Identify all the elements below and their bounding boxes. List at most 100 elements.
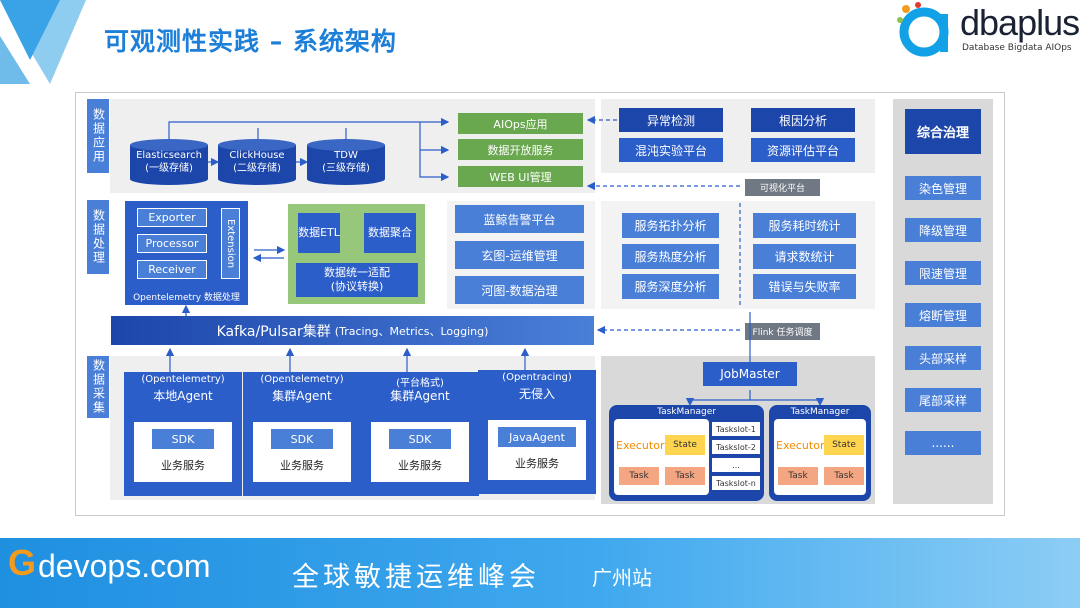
agent-service-box: SDK 业务服务	[134, 422, 232, 482]
stat-request-count: 请求数统计	[753, 244, 856, 269]
task-box: Task	[824, 467, 864, 485]
task-box: Task	[665, 467, 705, 485]
stat-hotness: 服务热度分析	[622, 244, 719, 269]
dbaplus-logo-icon	[897, 2, 949, 57]
agent-caption: (Opentelemetry)	[260, 374, 344, 385]
governance-tail-sampling: 尾部采样	[905, 388, 981, 412]
taskmanager-inner: Executor State Task Task	[614, 419, 709, 495]
agent-service: 业务服务	[515, 457, 559, 470]
stat-depth: 服务深度分析	[622, 274, 719, 299]
footer-banner	[0, 538, 1080, 608]
storage-clickhouse: ClickHouse (二级存储)	[218, 139, 296, 185]
agent-name: 无侵入	[518, 387, 555, 401]
state-box: State	[824, 435, 864, 455]
governance-head-sampling: 头部采样	[905, 346, 981, 370]
platform-ops-management: 玄图-运维管理	[455, 241, 584, 269]
kafka-detail: (Tracing、Metrics、Logging)	[334, 324, 489, 338]
otel-processor: Processor	[137, 234, 207, 253]
stat-error-rate: 错误与失败率	[753, 274, 856, 299]
storage-tier: (一级存储)	[145, 163, 193, 174]
state-box: State	[665, 435, 705, 455]
agent-service-box: SDK 业务服务	[371, 422, 469, 482]
storage-tier: (二级存储)	[233, 163, 281, 174]
taskmanager-label: TaskManager	[657, 407, 716, 417]
platform-alert: 蓝鲸告警平台	[455, 205, 584, 233]
executor-label: Executor	[616, 439, 665, 452]
agent-sdk: SDK	[389, 429, 451, 449]
agent-service: 业务服务	[398, 459, 442, 472]
analysis-resource-platform: 资源评估平台	[751, 138, 855, 162]
logo-tagline: Database Bigdata AIOps	[962, 43, 1072, 53]
agent-caption: (Opentelemetry)	[141, 374, 225, 385]
stat-latency: 服务耗时统计	[753, 213, 856, 238]
otel-receiver: Receiver	[137, 260, 207, 279]
app-web-ui: WEB UI管理	[458, 166, 583, 187]
agent-name: 集群Agent	[272, 389, 332, 403]
agent-sdk: SDK	[271, 429, 333, 449]
agent-cluster-otel: (Opentelemetry) 集群Agent SDK 业务服务	[243, 372, 361, 496]
governance-degradation: 降级管理	[905, 218, 981, 242]
taskslot-ellipsis: ...	[712, 458, 760, 472]
taskslot-n: Taskslot-n	[712, 476, 760, 490]
otel-exporter: Exporter	[137, 208, 207, 227]
flink-scheduling-note: Flink 任务调度	[745, 323, 820, 340]
logo-wordmark: dbaplus	[960, 2, 1080, 43]
otel-extension: Extension	[221, 208, 240, 279]
platform-data-governance: 河图-数据治理	[455, 276, 584, 304]
etl-label: 数据ETL	[298, 226, 340, 239]
taskmanager-left: TaskManager Executor State Task Task Tas…	[609, 405, 764, 501]
agent-cluster-platform: (平台格式) 集群Agent SDK 业务服务	[361, 372, 479, 496]
storage-elasticsearch: Elasticsearch (一级存储)	[130, 139, 208, 185]
analysis-anomaly-detection: 异常检测	[619, 108, 723, 132]
adapter-line2: (协议转换)	[330, 280, 384, 293]
agent-service: 业务服务	[280, 459, 324, 472]
etl-box: 数据ETL	[298, 213, 340, 253]
agent-service-box: JavaAgent 业务服务	[488, 420, 586, 480]
agent-name: 集群Agent	[390, 389, 450, 403]
page-title: 可观测性实践 – 系统架构	[104, 27, 397, 56]
aggregation-box: 数据聚合	[364, 213, 416, 253]
agent-caption: (Opentracing)	[502, 372, 572, 383]
adapter-line1: 数据统一适配	[324, 266, 390, 279]
otel-caption: Opentelemetry 数据处理	[133, 292, 240, 303]
storage-name: ClickHouse	[229, 150, 285, 161]
governance-coloring: 染色管理	[905, 176, 981, 200]
governance-rate-limit: 限速管理	[905, 261, 981, 285]
storage-name: Elasticsearch	[136, 150, 202, 161]
agent-name: 本地Agent	[153, 389, 213, 403]
analysis-chaos-platform: 混沌实验平台	[619, 138, 723, 162]
stat-topology: 服务拓扑分析	[622, 213, 719, 238]
corner-triangle-logo	[0, 0, 86, 84]
storage-name: TDW	[334, 150, 358, 161]
visualization-platform-note: 可视化平台	[745, 179, 820, 196]
agent-service: 业务服务	[161, 459, 205, 472]
agent-local: (Opentelemetry) 本地Agent SDK 业务服务	[124, 372, 242, 496]
executor-label: Executor	[776, 439, 825, 452]
taskmanager-label: TaskManager	[790, 407, 850, 417]
layer-label-app: 数据应用	[87, 99, 109, 173]
footer-city: 广州站	[592, 566, 652, 590]
taskmanager-inner: Executor State Task Task	[774, 419, 866, 495]
storage-tdw: TDW (三级存储)	[307, 139, 385, 185]
agent-sdk: SDK	[152, 429, 214, 449]
agent-non-intrusive: (Opentracing) 无侵入 JavaAgent 业务服务	[478, 370, 596, 494]
kafka-name: Kafka/Pulsar集群	[216, 323, 331, 340]
app-open-data-service: 数据开放服务	[458, 139, 583, 160]
task-box: Task	[778, 467, 818, 485]
layer-label-collect: 数据采集	[87, 356, 109, 418]
taskslot-1: Taskslot-1	[712, 422, 760, 436]
governance-title: 综合治理	[905, 109, 981, 154]
kafka-pulsar-cluster: Kafka/Pulsar集群 (Tracing、Metrics、Logging)	[111, 316, 594, 345]
governance-circuit-breaker: 熔断管理	[905, 303, 981, 327]
otel-extension-label: Extension	[225, 218, 236, 269]
agent-sdk: JavaAgent	[498, 427, 576, 447]
task-box: Task	[619, 467, 659, 485]
jobmaster: JobMaster	[703, 362, 797, 386]
taskmanager-right: TaskManager Executor State Task Task	[769, 405, 871, 501]
aggregation-label: 数据聚合	[368, 226, 412, 239]
footer-event-name: 全球敏捷运维峰会	[292, 562, 540, 593]
analysis-root-cause: 根因分析	[751, 108, 855, 132]
protocol-adapter-box: 数据统一适配 (协议转换)	[296, 263, 418, 297]
layer-label-process: 数据处理	[87, 200, 109, 274]
storage-tier: (三级存储)	[322, 163, 370, 174]
